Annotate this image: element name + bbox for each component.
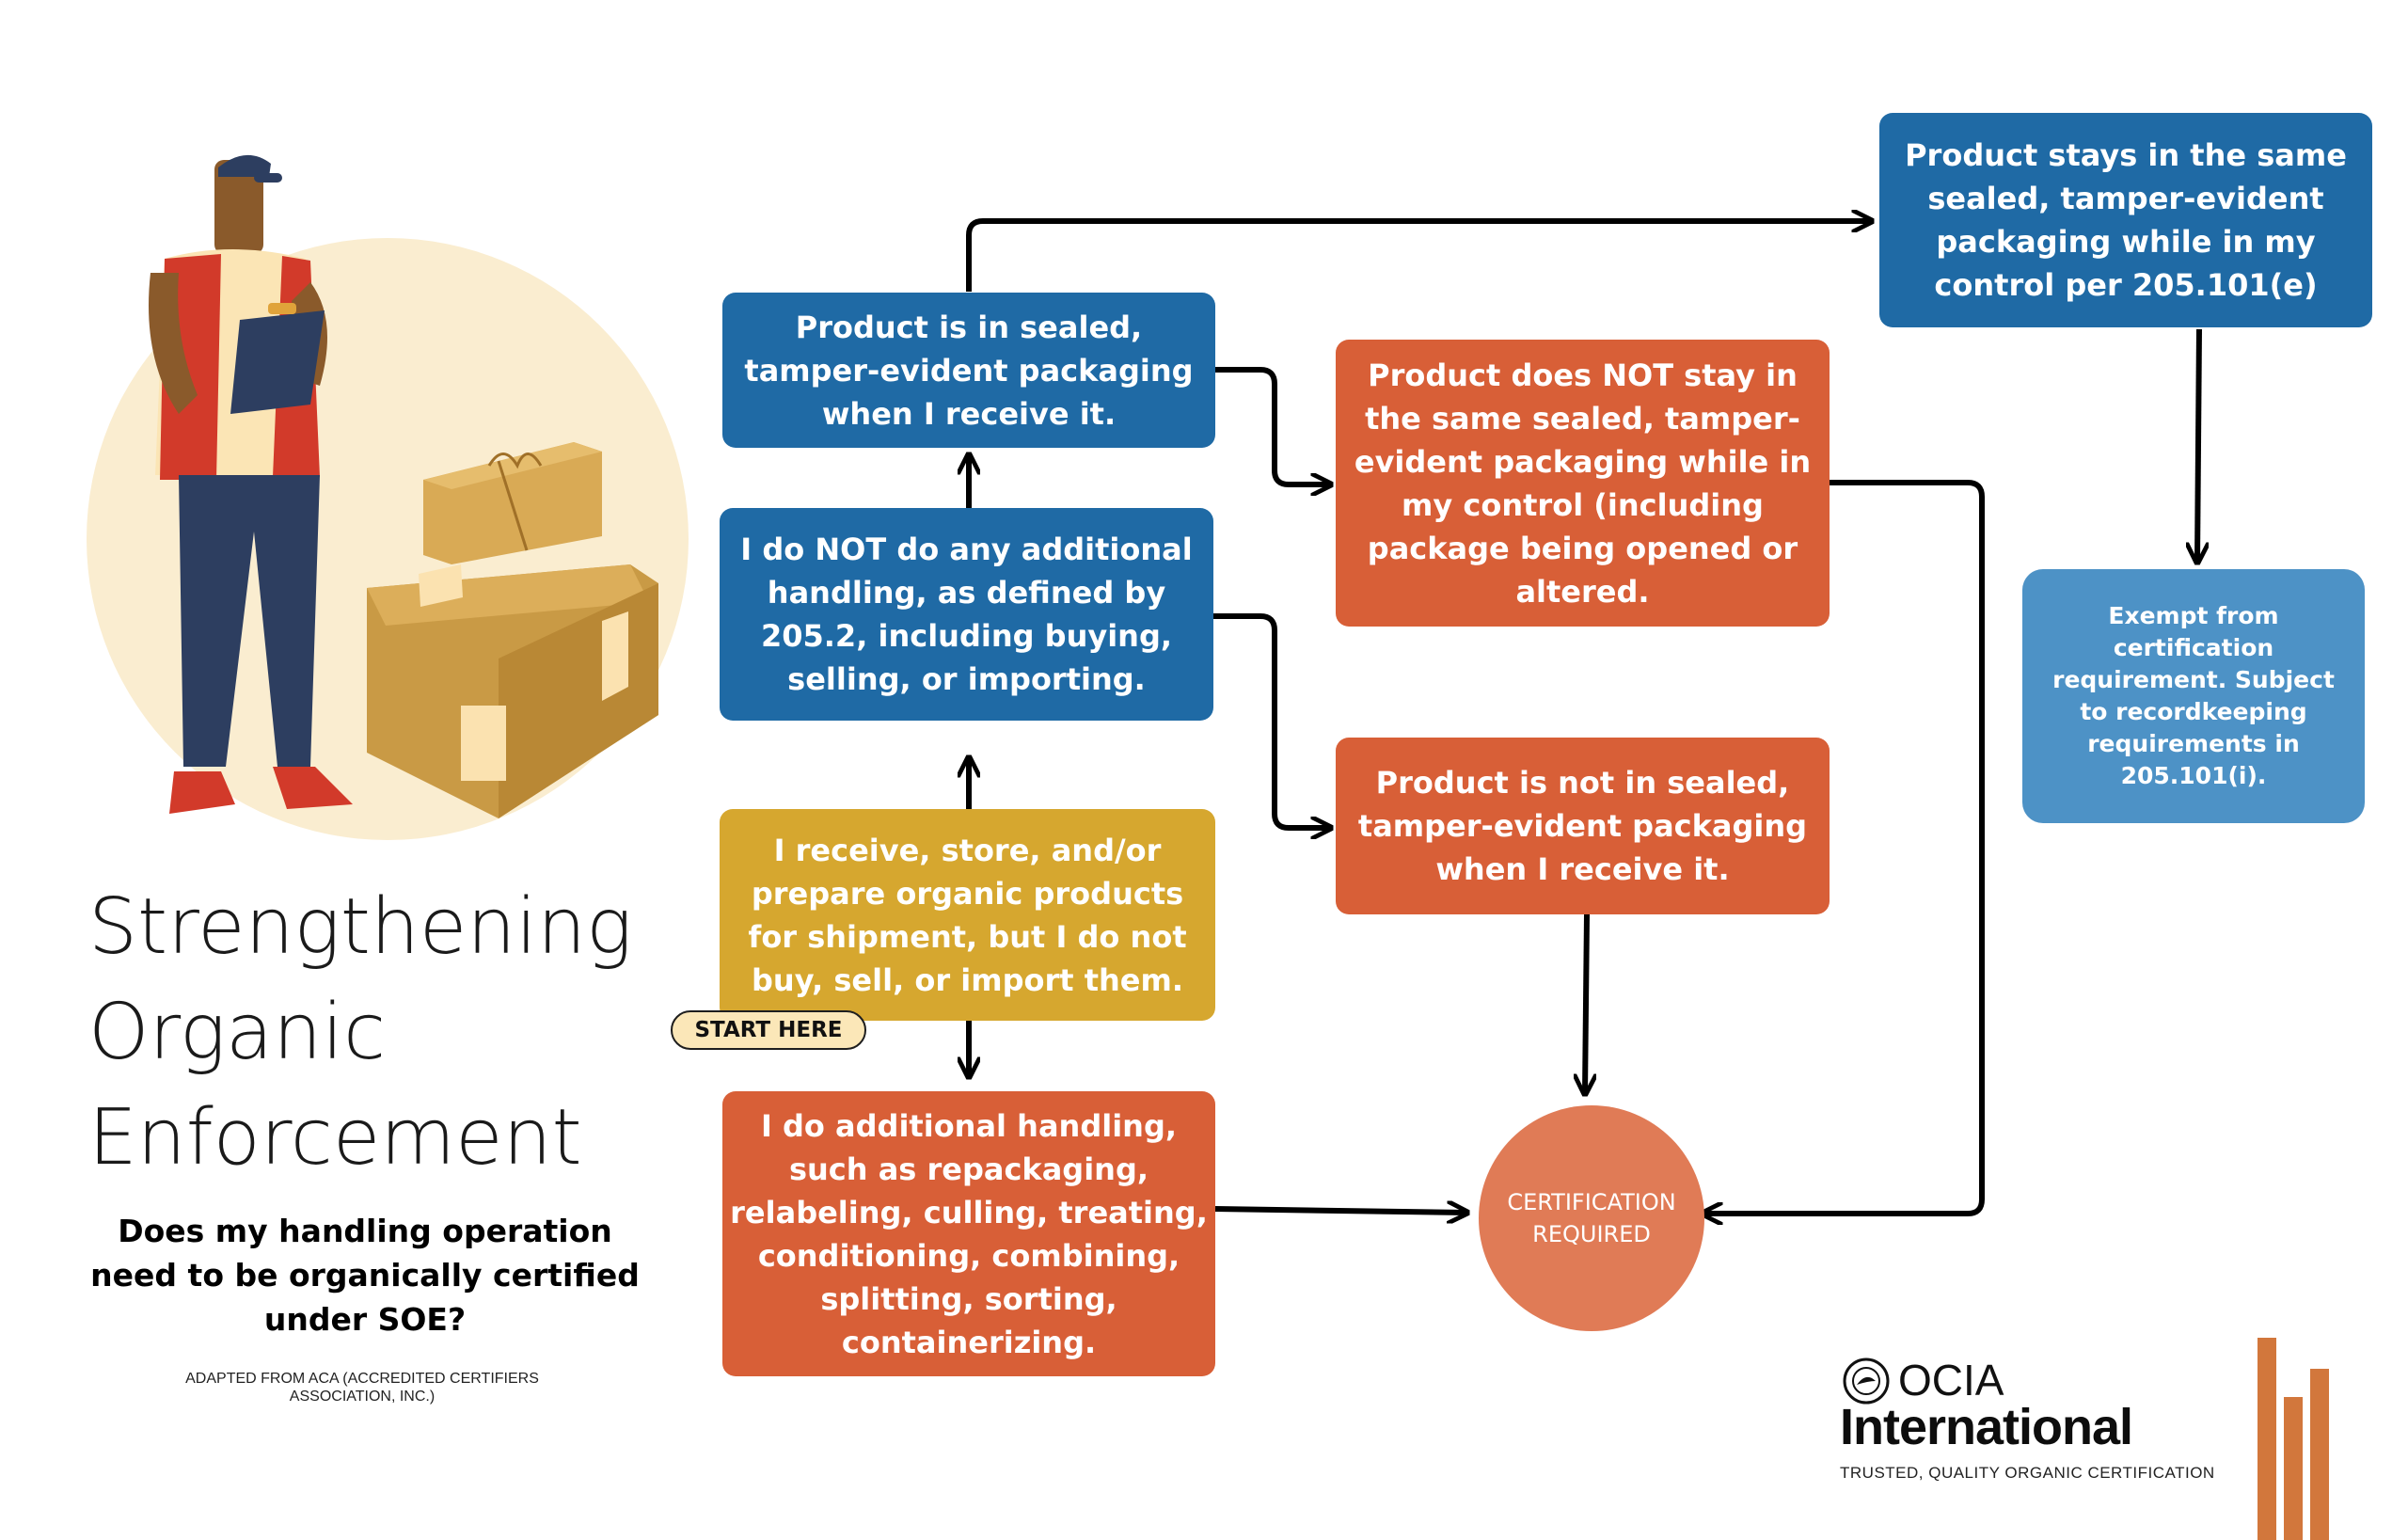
attribution-line: ADAPTED FROM ACA (ACCREDITED CERTIFIERS: [185, 1371, 539, 1387]
node-text-line: Product does NOT stay in: [1368, 357, 1798, 393]
boxes-icon: [367, 442, 658, 818]
node-text-line: CERTIFICATION: [1507, 1189, 1676, 1215]
worker-with-boxes-illustration: [87, 154, 689, 840]
node-text-line: I receive, store, and/or: [773, 832, 1162, 868]
question-line: need to be organically certified: [90, 1257, 640, 1294]
node-text-line: prepare organic products: [751, 875, 1184, 912]
logo-international-text: International: [1840, 1399, 2133, 1455]
node-text-line: package being opened or: [1367, 530, 1798, 566]
node-text-line: selling, or importing.: [787, 661, 1146, 697]
node-sealed-received: Product is in sealed, tamper-evident pac…: [722, 293, 1215, 448]
node-text-line: 205.101(i).: [2120, 762, 2267, 789]
node-text-line: when I receive it.: [821, 395, 1117, 432]
node-text-line: Product is not in sealed,: [1375, 765, 1790, 801]
logo-ocia-text: OCIA: [1898, 1356, 2004, 1405]
decorative-bar: [2310, 1369, 2329, 1540]
node-text-line: when I receive it.: [1435, 851, 1730, 887]
node-text-line: I do additional handling,: [760, 1107, 1177, 1144]
certified-organic-seal-icon: [1843, 1357, 1890, 1405]
node-text-line: handling, as defined by: [767, 575, 1166, 611]
arrow-sealed-to-stays-sealed: [966, 221, 1872, 292]
node-text-line: buy, sell, or import them.: [752, 961, 1183, 998]
node-text-line: splitting, sorting,: [820, 1280, 1117, 1317]
node-text-line: altered.: [1515, 573, 1650, 610]
attribution-note: ADAPTED FROM ACA (ACCREDITED CERTIFIERS …: [150, 1370, 574, 1405]
node-not-sealed-received: Product is not in sealed, tamper-evident…: [1336, 738, 1830, 914]
page-title-line: Enforcement: [88, 1093, 582, 1183]
page-title-line: Strengthening: [88, 882, 633, 972]
node-exempt: Exempt from certification requirement. S…: [2022, 569, 2365, 823]
node-text-line: Product stays in the same: [1905, 137, 2347, 173]
logo-tagline: TRUSTED, QUALITY ORGANIC CERTIFICATION: [1840, 1464, 2215, 1482]
node-text-line: my control (including: [1402, 486, 1764, 523]
node-start: I receive, store, and/or prepare organic…: [720, 809, 1215, 1021]
arrow-stays-sealed-to-exempt: [2197, 328, 2199, 563]
node-stays-sealed: Product stays in the same sealed, tamper…: [1879, 113, 2372, 327]
node-text-line: to recordkeeping: [2080, 698, 2307, 725]
node-text-line: REQUIRED: [1532, 1221, 1651, 1247]
node-text-line: Product is in sealed,: [795, 309, 1143, 345]
arrow-not-stay-sealed-to-certification: [1703, 480, 1985, 1214]
start-here-badge: START HERE: [671, 1010, 866, 1050]
decorative-bar: [2284, 1397, 2303, 1540]
question-line: under SOE?: [263, 1301, 467, 1338]
node-text-line: certification: [2113, 634, 2274, 661]
page-title: Strengthening Organic Enforcement: [88, 875, 690, 1191]
worker-figure: [149, 154, 353, 814]
arrow-additional-handling-to-certification: [1214, 1209, 1467, 1213]
node-text-line: sealed, tamper-evident: [1927, 181, 2324, 216]
node-certification-required: CERTIFICATION REQUIRED: [1479, 1105, 1704, 1331]
attribution-line: ASSOCIATION, INC.): [289, 1389, 436, 1405]
node-text-line: the same sealed, tamper-: [1365, 400, 1800, 437]
node-text-line: evident packaging while in: [1354, 443, 1812, 480]
question-line: Does my handling operation: [118, 1213, 612, 1249]
node-text-line: control per 205.101(e): [1934, 267, 2318, 303]
node-text-line: for shipment, but I do not: [748, 918, 1187, 955]
node-text-line: packaging while in my: [1936, 224, 2316, 260]
node-text-line: I do NOT do any additional: [740, 532, 1193, 567]
decorative-bar: [2258, 1338, 2276, 1540]
page-title-line: Organic: [88, 988, 387, 1077]
node-text-line: Exempt from: [2108, 602, 2279, 629]
node-text-line: 205.2, including buying,: [760, 618, 1173, 654]
node-no-additional-handling: I do NOT do any additional handling, as …: [720, 508, 1213, 721]
guiding-question: Does my handling operation need to be or…: [83, 1209, 647, 1342]
arrow-sealed-to-not-stay-sealed: [1215, 367, 1331, 484]
node-text-line: requirements in: [2087, 730, 2300, 757]
node-additional-handling: I do additional handling, such as repack…: [722, 1091, 1215, 1376]
node-text-line: tamper-evident packaging: [1357, 808, 1808, 844]
node-text-line: containerizing.: [841, 1324, 1097, 1360]
node-not-stay-sealed: Product does NOT stay in the same sealed…: [1336, 340, 1830, 627]
decorative-bars: [2258, 1338, 2329, 1540]
node-text-line: tamper-evident packaging: [744, 352, 1194, 389]
node-text-line: conditioning, combining,: [757, 1237, 1180, 1274]
node-text-line: relabeling, culling, treating,: [730, 1194, 1208, 1230]
node-text-line: such as repackaging,: [788, 1151, 1149, 1187]
node-text-line: requirement. Subject: [2052, 666, 2335, 693]
arrow-not-sealed-to-certification: [1585, 913, 1587, 1094]
ocia-logo: OCIA International TRUSTED, QUALITY ORGA…: [1834, 1355, 2361, 1486]
arrow-no-handling-to-not-sealed: [1213, 613, 1331, 828]
